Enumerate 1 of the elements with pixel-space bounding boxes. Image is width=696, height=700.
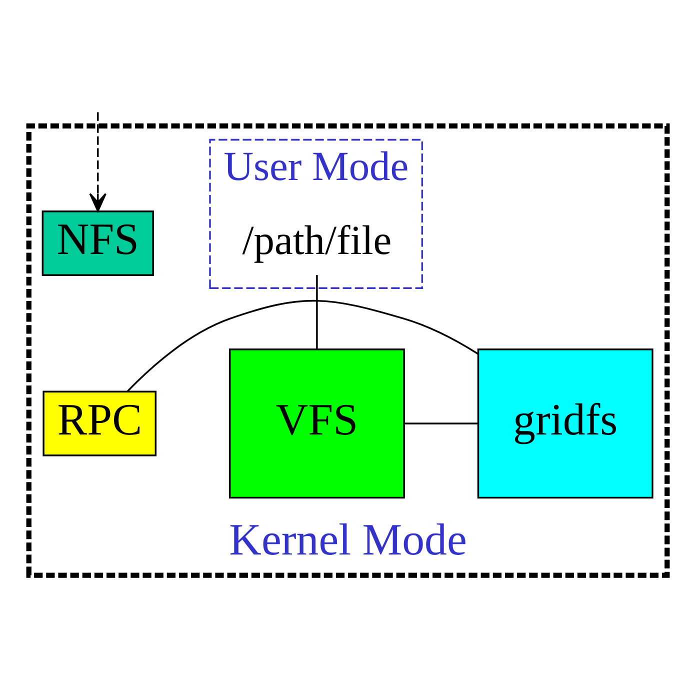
node-text: /path/file	[242, 216, 392, 263]
